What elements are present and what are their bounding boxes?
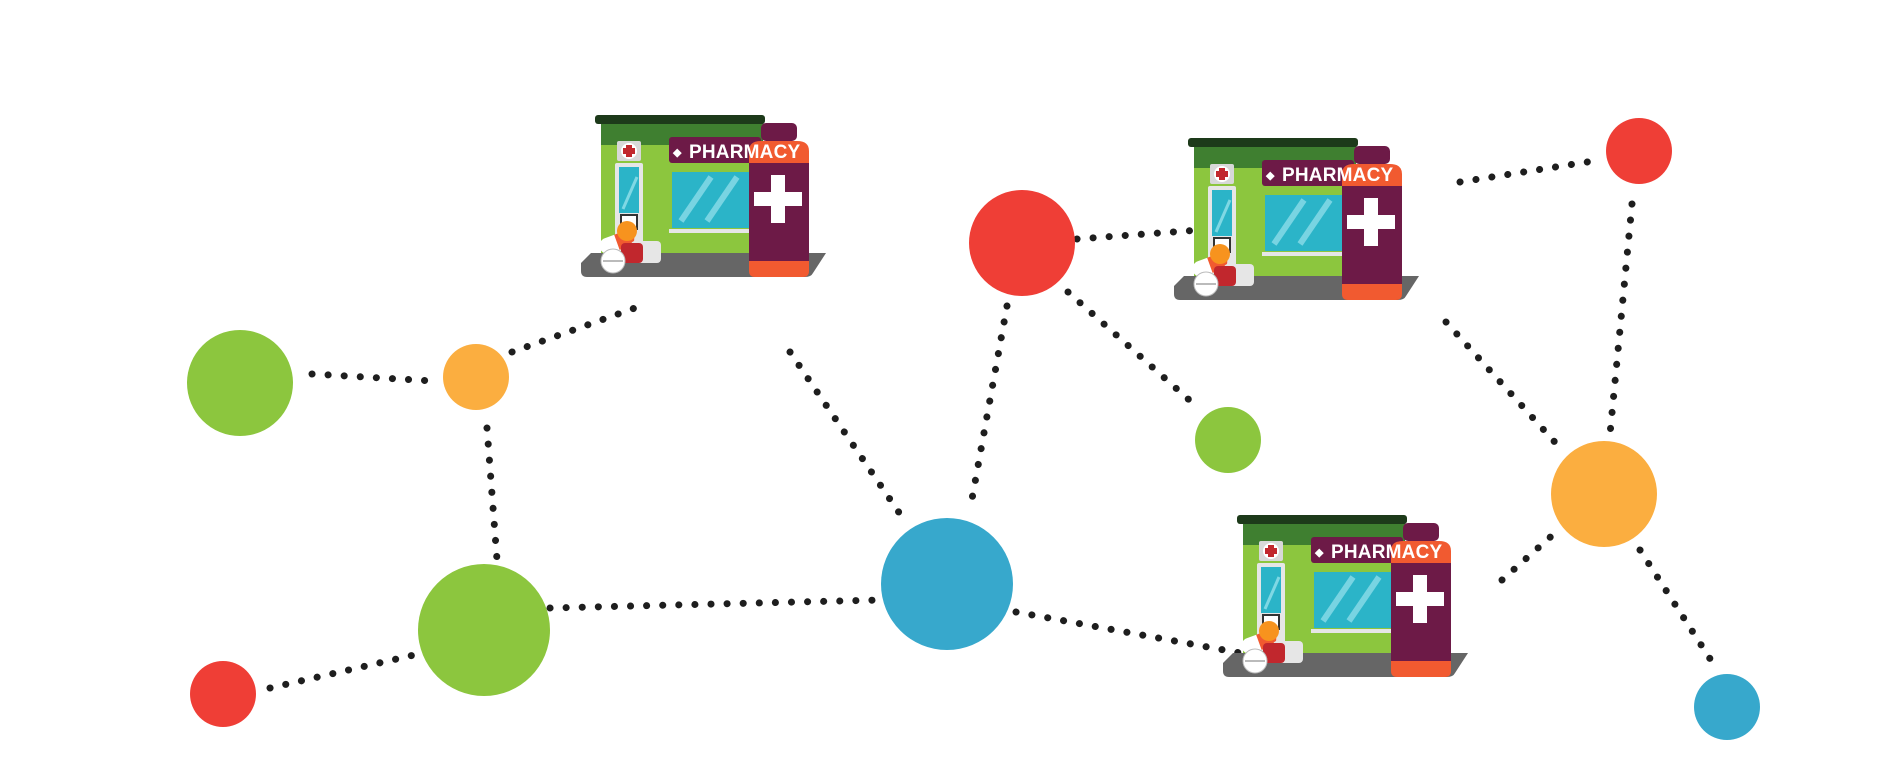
link [1073, 226, 1204, 243]
link [546, 596, 884, 612]
link [308, 370, 438, 385]
link [1012, 608, 1250, 658]
store-sign-label: PHARMACY [1331, 542, 1443, 563]
link [1064, 288, 1200, 410]
node-green-left [187, 330, 293, 436]
link [1636, 546, 1720, 672]
pharmacy-store-2: PHARMACY ◆ [1174, 138, 1419, 300]
pharmacy-store-icon [1174, 138, 1419, 300]
node-red-small-top-right [1606, 118, 1672, 184]
network-nodes [187, 118, 1760, 740]
node-red-top-center [969, 190, 1075, 296]
node-blue-center [881, 518, 1013, 650]
sign-diamond-icon: ◆ [1265, 170, 1275, 182]
node-orange-small-left [443, 344, 509, 410]
link [266, 651, 418, 692]
link [1456, 156, 1604, 186]
link [1498, 528, 1560, 584]
node-red-small-bottom-left [190, 661, 256, 727]
pharmacy-store-3: PHARMACY ◆ [1223, 515, 1468, 677]
pharmacy-store-icon [1223, 515, 1468, 677]
link [508, 300, 650, 356]
node-orange-right [1551, 441, 1657, 547]
link [1442, 318, 1566, 454]
node-blue-small-bottom-right [1694, 674, 1760, 740]
link [786, 348, 904, 518]
sign-diamond-icon: ◆ [672, 147, 682, 159]
link [966, 302, 1011, 514]
link [483, 424, 501, 564]
network-links [266, 156, 1720, 692]
store-sign-label: PHARMACY [689, 142, 801, 163]
sign-diamond-icon: ◆ [1314, 547, 1324, 559]
link [1606, 200, 1636, 438]
pharmacy-store-1: PHARMACY ◆ [581, 115, 826, 277]
node-green-large-bottom [418, 564, 550, 696]
pharmacy-store-icon [581, 115, 826, 277]
node-green-small-center [1195, 407, 1261, 473]
store-sign-label: PHARMACY [1282, 165, 1394, 186]
